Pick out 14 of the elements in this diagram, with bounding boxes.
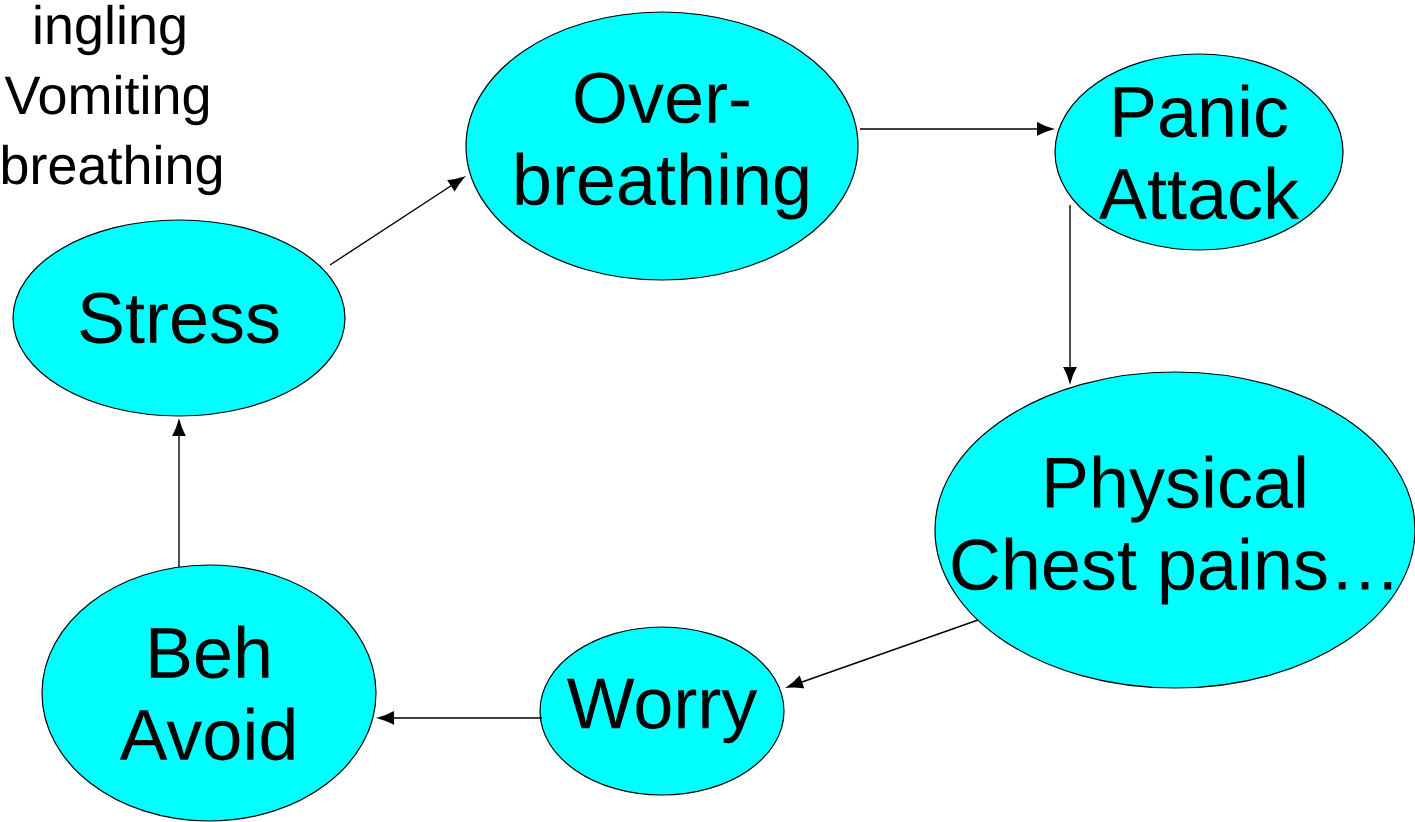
oval-node: Beh Avoid xyxy=(41,564,377,822)
arrow xyxy=(1063,204,1077,383)
oval-node: Worry xyxy=(539,626,785,796)
oval-node: Over- breathing xyxy=(465,11,859,281)
symptom-text: Vomiting xyxy=(4,74,209,126)
oval-node: Physical Chest pains… xyxy=(934,371,1415,689)
arrow xyxy=(329,176,465,266)
symptom-text: ingling xyxy=(35,4,185,56)
oval-node: Stress xyxy=(12,219,346,417)
arrow xyxy=(859,122,1053,136)
arrow xyxy=(378,711,543,725)
oval-node: Panic Attack xyxy=(1054,53,1344,251)
arrow xyxy=(172,420,186,568)
arrow xyxy=(786,619,979,689)
